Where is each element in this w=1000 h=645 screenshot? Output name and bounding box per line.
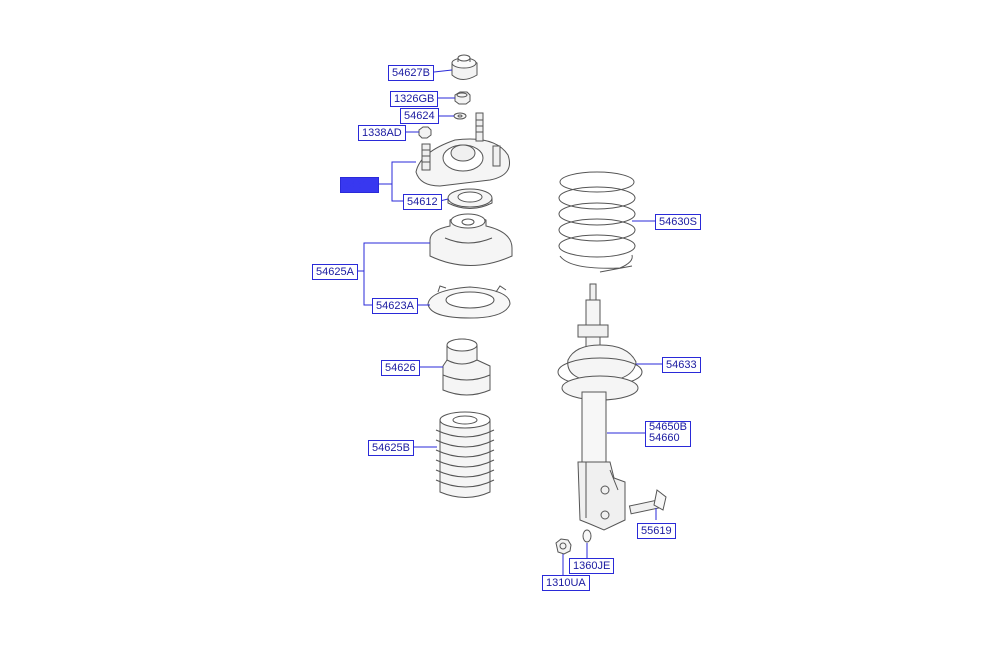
part-label-54624[interactable]: 54624 — [400, 108, 439, 124]
flange-nut-part — [555, 538, 572, 555]
bearing-part — [447, 188, 493, 209]
upper-spring-seat-part — [429, 213, 513, 266]
part-label-1360JE[interactable]: 1360JE — [569, 558, 615, 574]
part-label-55619[interactable]: 55619 — [637, 523, 676, 539]
bump-stopper-part — [442, 338, 491, 396]
spring-pad-part — [427, 285, 511, 319]
part-label-1338AD[interactable]: 1338AD — [358, 125, 406, 141]
part-label-54633[interactable]: 54633 — [662, 357, 701, 373]
part-label-54650B: 54650B — [649, 421, 687, 433]
coil-spring-part — [558, 171, 636, 273]
small-nut-part — [418, 126, 432, 139]
part-label-54612[interactable]: 54612 — [403, 194, 442, 210]
lock-washer-part — [582, 529, 592, 543]
part-label-54660: 54660 — [649, 432, 680, 444]
part-label-54627B[interactable]: 54627B — [388, 65, 434, 81]
part-label-54623A[interactable]: 54623A — [372, 298, 418, 314]
strut-mount-part — [415, 112, 510, 187]
part-label-1310UA[interactable]: 1310UA — [542, 575, 590, 591]
part-label-1326GB[interactable]: 1326GB — [390, 91, 439, 107]
nut-part — [454, 91, 471, 105]
part-label-54610-selected[interactable]: 54610 — [340, 177, 379, 193]
washer-part — [453, 112, 467, 120]
part-label-54626[interactable]: 54626 — [381, 360, 420, 376]
part-label-54650B-54660[interactable]: 54650B 54660 — [645, 421, 691, 447]
dust-cover-part — [435, 411, 495, 498]
part-label-54625A[interactable]: 54625A — [312, 264, 358, 280]
strut-assembly-part — [557, 283, 667, 531]
part-label-54625B[interactable]: 54625B — [368, 440, 414, 456]
bump-cap-part — [451, 54, 478, 80]
part-label-54630S[interactable]: 54630S — [655, 214, 701, 230]
